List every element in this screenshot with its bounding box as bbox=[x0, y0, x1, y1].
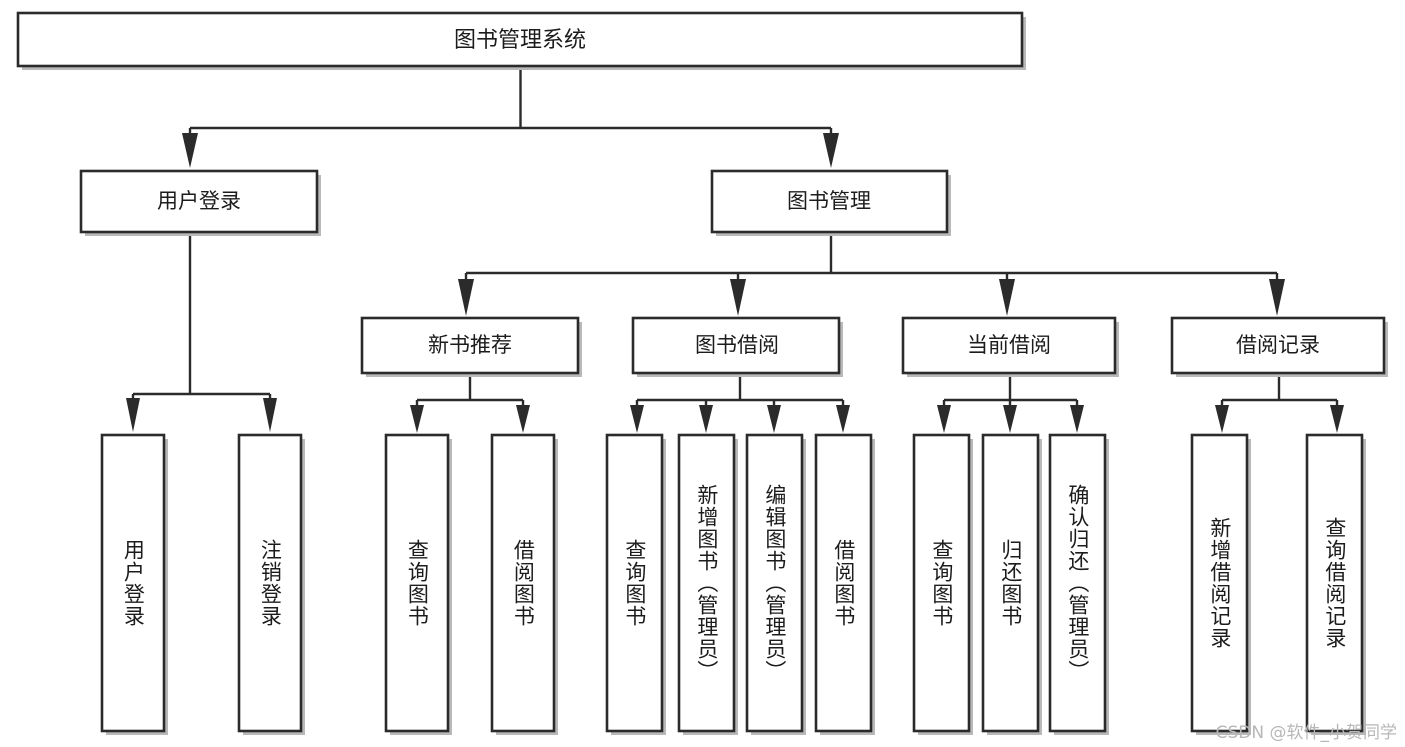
arrow-head-user-login bbox=[182, 133, 198, 168]
arrow-head-leaf-user-logout bbox=[263, 398, 277, 432]
leaf-user-login-box[interactable] bbox=[100, 433, 166, 733]
node-user-login-box[interactable] bbox=[79, 169, 319, 234]
node-new-book-recommend-label: 新书推荐 bbox=[428, 333, 512, 357]
node-borrow-record-box[interactable] bbox=[1170, 316, 1386, 375]
arrow-head-leaf-return-book bbox=[1003, 405, 1017, 433]
node-current-borrow-box[interactable] bbox=[901, 316, 1117, 375]
leaf-add-book-box[interactable] bbox=[677, 433, 736, 733]
leaf-edit-book-box[interactable] bbox=[745, 433, 804, 733]
node-book-borrow[interactable]: 图书借阅 bbox=[631, 316, 843, 377]
node-root-box[interactable] bbox=[16, 11, 1024, 68]
leaf-boxes-group bbox=[100, 433, 1366, 735]
node-book-manage-label: 图书管理 bbox=[787, 189, 871, 213]
node-root[interactable]: 图书管理系统 bbox=[16, 11, 1026, 70]
arrow-head-leaf-edit-book bbox=[767, 405, 781, 433]
arrow-head-new-book-recommend bbox=[458, 279, 474, 316]
leaf-borrow-book-1-box[interactable] bbox=[490, 433, 556, 733]
arrow-head-current-borrow bbox=[999, 279, 1015, 316]
arrow-head-book-borrow bbox=[730, 279, 746, 316]
leaf-query-record-box[interactable] bbox=[1305, 433, 1364, 733]
leaf-borrow-book-2-box[interactable] bbox=[814, 433, 873, 733]
arrow-head-leaf-query-book-3 bbox=[937, 405, 951, 433]
arrow-head-leaf-query-book-2 bbox=[630, 405, 644, 433]
arrow-head-leaf-confirm-return bbox=[1070, 405, 1084, 433]
node-root-label: 图书管理系统 bbox=[454, 28, 586, 53]
arrow-head-leaf-user-login bbox=[126, 398, 140, 432]
arrow-head-leaf-borrow-book-1 bbox=[516, 405, 530, 433]
leaf-add-record-box[interactable] bbox=[1190, 433, 1249, 733]
node-current-borrow[interactable]: 当前借阅 bbox=[901, 316, 1119, 377]
arrow-head-leaf-query-record bbox=[1330, 405, 1344, 433]
arrow-head-leaf-borrow-book-2 bbox=[836, 405, 850, 433]
connector-group-user-login bbox=[126, 232, 277, 432]
connector-group-borrow-record bbox=[1215, 373, 1344, 433]
leaf-return-book-box[interactable] bbox=[981, 433, 1040, 733]
connector-group-book-borrow bbox=[630, 373, 850, 433]
node-new-book-recommend[interactable]: 新书推荐 bbox=[360, 316, 582, 377]
connector-group-book-manage bbox=[458, 232, 1285, 316]
leaf-confirm-return-box[interactable] bbox=[1048, 433, 1107, 733]
node-borrow-record-label: 借阅记录 bbox=[1236, 333, 1320, 357]
leaf-query-book-3-box[interactable] bbox=[912, 433, 971, 733]
connector-group-current-borrow bbox=[937, 373, 1084, 433]
node-new-book-recommend-box[interactable] bbox=[360, 316, 580, 375]
node-book-borrow-label: 图书借阅 bbox=[695, 333, 779, 357]
arrow-head-leaf-add-book bbox=[699, 405, 713, 433]
node-current-borrow-label: 当前借阅 bbox=[967, 333, 1051, 357]
arrow-head-borrow-record bbox=[1269, 279, 1285, 316]
leaf-query-book-1-box[interactable] bbox=[384, 433, 450, 733]
arrow-head-leaf-query-book-1 bbox=[410, 405, 424, 433]
node-borrow-record[interactable]: 借阅记录 bbox=[1170, 316, 1388, 377]
arrow-head-book-manage bbox=[823, 133, 839, 168]
node-book-borrow-box[interactable] bbox=[631, 316, 841, 375]
node-user-login[interactable]: 用户登录 bbox=[79, 169, 321, 236]
leaf-query-book-2-box[interactable] bbox=[605, 433, 664, 733]
node-user-login-label: 用户登录 bbox=[157, 189, 241, 213]
connector-group-new-book-recommend bbox=[410, 373, 530, 433]
csdn-watermark: CSDN @软件_小贺同学 bbox=[1215, 723, 1397, 743]
connector-group-root bbox=[182, 66, 839, 168]
node-book-manage-box[interactable] bbox=[710, 169, 949, 234]
leaf-user-logout-box[interactable] bbox=[237, 433, 303, 733]
arrow-head-leaf-add-record bbox=[1215, 405, 1229, 433]
node-book-manage[interactable]: 图书管理 bbox=[710, 169, 951, 236]
